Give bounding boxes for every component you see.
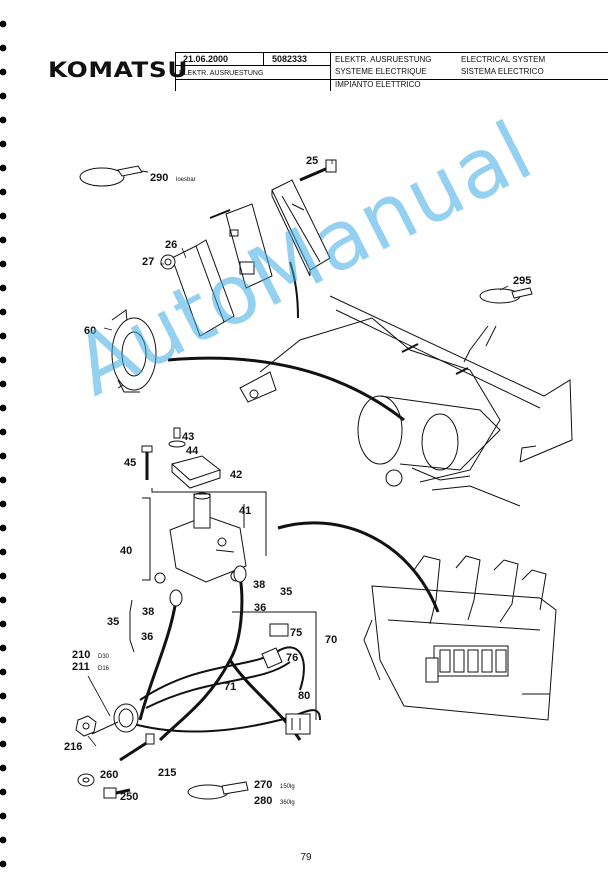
screw-45 [141, 445, 153, 480]
page-header: KOMATSU 21.06.2000 5082333 ELEKTR. AUSRU… [48, 52, 608, 92]
binder-holes [0, 20, 7, 868]
screw-25 [299, 159, 337, 182]
callout-45: 45 [124, 457, 136, 469]
callout-36-left: 36 [141, 631, 153, 643]
bolt-250 [103, 787, 131, 799]
header-subtitle: ELEKTR. AUSRUESTUNG [179, 70, 264, 77]
nut-43 [168, 427, 186, 448]
screw-215 [119, 733, 155, 762]
callout-290: 290 [150, 172, 168, 184]
callout-40: 40 [120, 545, 132, 557]
cable-36 [138, 565, 302, 742]
callout-27: 27 [142, 256, 154, 268]
callout-70: 70 [325, 634, 337, 646]
callout-35-right: 35 [280, 586, 292, 598]
callout-35-left: 35 [107, 616, 119, 628]
callout-leaders [87, 160, 509, 747]
callout-211: 211 [72, 661, 90, 673]
callout-211-note: D16 [98, 666, 110, 672]
callout-43: 43 [182, 431, 194, 443]
callout-25: 25 [306, 155, 318, 167]
horn-60 [111, 309, 157, 393]
header-date: 21.06.2000 [183, 54, 229, 64]
callout-270: 270 [254, 779, 272, 791]
cap-42 [170, 455, 222, 489]
callout-42: 42 [230, 469, 242, 481]
cable-tie-295 [479, 287, 533, 304]
leader-console [277, 521, 440, 613]
clamp-210 [91, 703, 139, 735]
nut-27 [160, 254, 176, 270]
title-es: SISTEMA ELECTRICO [461, 67, 544, 76]
circuit-board [209, 203, 273, 289]
callout-44: 44 [186, 445, 199, 457]
callout-280: 280 [254, 795, 272, 807]
housing-26 [171, 239, 235, 337]
title-it: IMPIANTO ELETTRICO [335, 80, 421, 89]
title-fr: SYSTEME ELECTRIQUE [335, 67, 427, 76]
callout-210: 210 [72, 649, 90, 661]
callout-76: 76 [286, 652, 298, 664]
callout-36-right: 36 [254, 602, 266, 614]
title-en: ELECTRICAL SYSTEM [461, 55, 546, 64]
frame-assembly [239, 295, 573, 507]
callout-60: 60 [84, 325, 96, 337]
bracket-40 [151, 488, 267, 556]
title-de: ELEKTR. AUSRUESTUNG [335, 55, 432, 64]
bracket-35 [129, 599, 135, 653]
callout-280-note: 360lg [280, 800, 295, 806]
callout-38-right: 38 [253, 579, 265, 591]
callout-80: 80 [298, 690, 310, 702]
nut-216 [75, 715, 97, 737]
callout-290-note: loesbar [176, 177, 196, 183]
callout-295: 295 [513, 275, 531, 287]
callout-71: 71 [224, 681, 236, 693]
callout-26: 26 [165, 239, 177, 251]
relay-40 [154, 492, 247, 584]
callout-75: 75 [290, 627, 302, 639]
connector-80 [285, 713, 311, 735]
callout-260: 260 [100, 769, 118, 781]
page-number: 79 [300, 852, 312, 863]
control-console [363, 555, 557, 721]
callout-38-left: 38 [142, 606, 154, 618]
washer-260 [77, 773, 95, 787]
cover-plate [271, 179, 331, 277]
callout-250: 250 [120, 791, 138, 803]
komatsu-logo: KOMATSU [48, 58, 189, 82]
leader-cover [289, 261, 299, 319]
connector-75 [269, 623, 289, 637]
callout-210-note: D30 [98, 654, 110, 660]
cable-tie-290 [79, 165, 149, 187]
cable-tie-270 [187, 781, 249, 800]
callout-270-note: 150lg [280, 784, 295, 790]
callout-215: 215 [158, 767, 176, 779]
header-part-number: 5082333 [272, 54, 308, 64]
leader-horn [167, 356, 405, 422]
callout-41: 41 [239, 505, 251, 517]
connector-76 [261, 647, 283, 669]
callout-216: 216 [64, 741, 82, 753]
bracket-70 [232, 611, 317, 720]
